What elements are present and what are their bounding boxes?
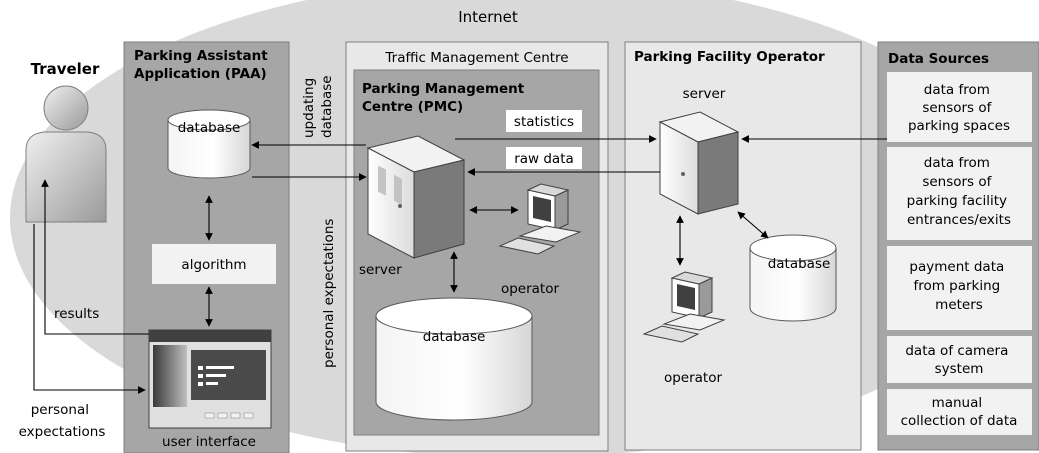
svg-text:payment data from parkin: payment data from parking meters <box>909 259 1008 313</box>
paa-database-label: database <box>178 120 241 136</box>
updating-database-label: updating database <box>301 74 335 138</box>
traveler-title: Traveler <box>31 60 100 78</box>
data-source-item: data from sensors of parking spaces <box>887 72 1032 142</box>
pmc-operator-icon <box>498 183 582 255</box>
data-source-item: data of camera system <box>887 336 1032 383</box>
svg-text:manual collection of dat: manual collection of data <box>901 395 1018 429</box>
data-source-item: payment data from parking meters <box>887 246 1032 330</box>
traveler-person-icon <box>25 85 107 223</box>
data-source-item: manual collection of data <box>887 389 1032 435</box>
results-arrow <box>41 179 149 335</box>
algorithm-box <box>152 244 276 284</box>
tmc-title: Traffic Management Centre <box>384 50 568 66</box>
pmc-title: Parking Management Centre (PMC) <box>362 81 529 115</box>
traveler-personal-expectations-arrow <box>33 224 146 394</box>
pfo-database-icon <box>749 234 837 322</box>
user-interface-label: user interface <box>162 434 256 450</box>
data-sources-title: Data Sources <box>888 51 989 67</box>
personal-expectations-vertical-label: personal expectations <box>321 219 337 368</box>
statistics-label: statistics <box>514 114 574 130</box>
paa-database-icon <box>167 109 251 179</box>
pmc-database-icon <box>375 297 533 421</box>
pfo-operator-icon <box>642 271 726 343</box>
svg-text:data from sensors of: data from sensors of parking facility en… <box>907 155 1012 228</box>
raw-data-label: raw data <box>514 151 574 167</box>
pmc-operator-label: operator <box>501 281 560 297</box>
internet-label: Internet <box>458 8 518 26</box>
user-interface-window <box>148 329 272 429</box>
pfo-server-label: server <box>683 86 726 102</box>
svg-text:data from sensors of: data from sensors of parking spaces <box>908 82 1010 134</box>
pfo-operator-label: operator <box>664 370 723 386</box>
traveler-personal-expectations-label: personal expectations <box>19 402 106 440</box>
statistics-label-bg <box>506 110 582 132</box>
pfo-server-icon <box>658 111 740 215</box>
data-source-item: data from sensors of parking facility en… <box>887 147 1032 240</box>
pmc-server-icon <box>366 135 466 259</box>
raw-data-label-bg <box>506 147 582 169</box>
results-label: results <box>54 306 99 322</box>
pfo-title: Parking Facility Operator <box>634 49 825 65</box>
pmc-server-label: server <box>359 262 402 278</box>
pfo-database-label: database <box>768 256 831 272</box>
pmc-database-label: database <box>423 329 486 345</box>
svg-text:data of camera system: data of camera system <box>905 343 1012 377</box>
paa-title: Parking Assistant Application (PAA) <box>134 48 272 82</box>
pfo-server-database-arrow <box>737 211 769 239</box>
algorithm-label: algorithm <box>181 257 246 273</box>
